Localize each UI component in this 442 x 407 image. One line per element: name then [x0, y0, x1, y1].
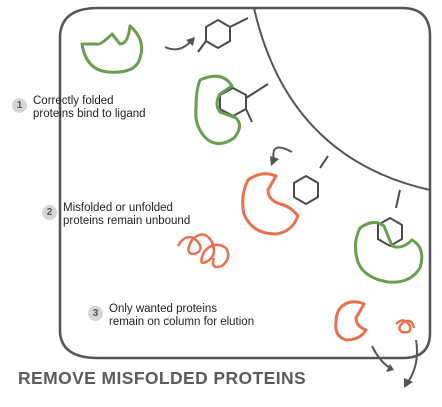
ligand-icon	[377, 189, 403, 248]
flow-arrow-head	[386, 364, 394, 372]
unfolded-protein-icon	[395, 319, 416, 334]
flow-arrow-icon	[371, 345, 391, 369]
unfolded-protein-icon	[176, 233, 230, 269]
step-2: 2 Misfolded or unfolded proteins remain …	[42, 202, 190, 228]
folded-protein-icon	[194, 74, 241, 145]
step-description: Correctly folded proteins bind to ligand	[33, 95, 146, 120]
bead-surface	[253, 7, 431, 191]
flow-arrow-icon	[407, 339, 418, 383]
folded-protein-icon	[353, 221, 424, 284]
flow-arrow-icon	[272, 146, 293, 161]
flow-arrow-head	[404, 378, 413, 388]
ligand-icon	[293, 155, 329, 206]
misfolded-protein-icon	[241, 172, 300, 236]
flow-arrow-head	[270, 156, 279, 166]
step-number-badge: 2	[42, 205, 57, 220]
column-outline	[58, 6, 432, 360]
step-3: 3 Only wanted proteins remain on column …	[88, 303, 254, 329]
step-description: Only wanted proteins remain on column fo…	[109, 303, 255, 328]
misfolded-protein-icon	[334, 300, 368, 342]
ligand-icon	[197, 17, 249, 53]
step-1: 1 Correctly folded proteins bind to liga…	[12, 95, 146, 121]
step-description: Misfolded or unfolded proteins remain un…	[63, 202, 191, 227]
diagram-title: REMOVE MISFOLDED PROTEINS	[18, 368, 307, 388]
folded-protein-icon	[80, 24, 144, 74]
step-number-badge: 3	[88, 306, 103, 321]
flow-arrow-head	[186, 37, 195, 46]
step-number-badge: 1	[12, 98, 27, 113]
